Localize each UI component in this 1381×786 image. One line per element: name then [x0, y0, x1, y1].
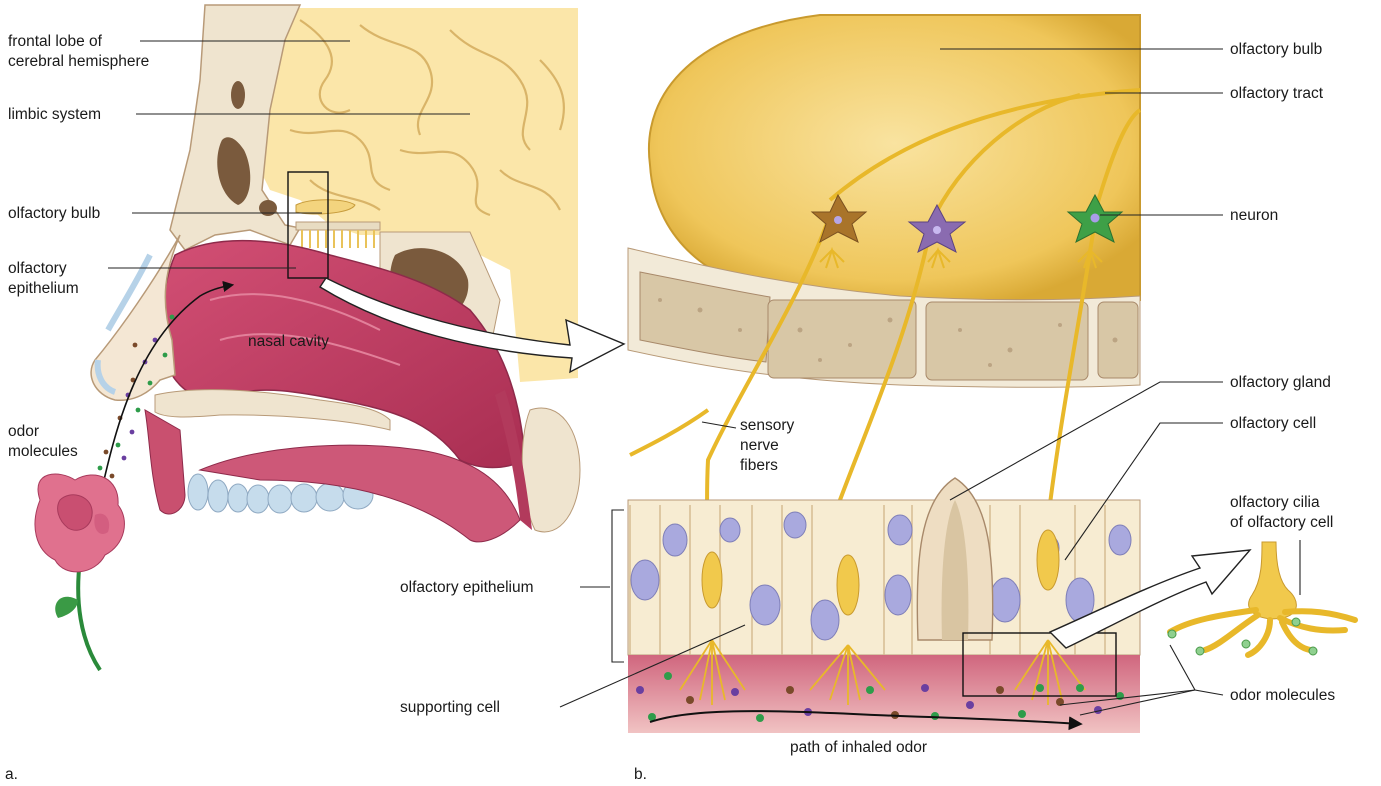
label-olfactory-tract: olfactory tract [1230, 85, 1324, 102]
cribriform-plate [296, 222, 380, 230]
label-nasal-cavity: nasal cavity [248, 333, 329, 350]
head-sagittal-section [35, 5, 624, 670]
spine-bone [522, 408, 580, 532]
label-sensory-nerve-fibers-1: sensory [740, 417, 795, 434]
label-olfactory-gland: olfactory gland [1230, 374, 1331, 391]
sinus-small-2 [259, 200, 277, 216]
sinus-small [231, 81, 245, 109]
label-olfactory-epithelium-a-1: olfactory [8, 260, 67, 277]
label-odor-molecules-a-2: molecules [8, 443, 78, 460]
label-olfactory-epithelium-a-2: epithelium [8, 280, 79, 297]
label-frontal-lobe-2: cerebral hemisphere [8, 53, 149, 70]
panel-letter-a: a. [5, 766, 18, 783]
label-olfactory-bulb-b: olfactory bulb [1230, 41, 1322, 58]
label-odor-molecules-a-1: odor [8, 423, 39, 440]
label-olfactory-cilia-2: of olfactory cell [1230, 514, 1333, 531]
mucus-layer [628, 655, 1140, 733]
label-limbic-system: limbic system [8, 106, 101, 123]
label-path-of-inhaled-odor: path of inhaled odor [790, 739, 927, 756]
label-frontal-lobe-1: frontal lobe of [8, 33, 103, 50]
panel-letter-b: b. [634, 766, 647, 783]
upper-lip [145, 410, 185, 514]
label-olfactory-cell: olfactory cell [1230, 415, 1316, 432]
label-supporting-cell: supporting cell [400, 699, 500, 716]
label-olfactory-bulb-a: olfactory bulb [8, 205, 100, 222]
label-sensory-nerve-fibers-2: nerve [740, 437, 779, 454]
label-olfactory-epithelium-b: olfactory epithelium [400, 579, 534, 596]
label-odor-molecules-b: odor molecules [1230, 687, 1335, 704]
label-neuron: neuron [1230, 207, 1278, 224]
external-nose [91, 235, 180, 400]
label-sensory-nerve-fibers-3: fibers [740, 457, 778, 474]
label-olfactory-cilia-1: olfactory cilia [1230, 494, 1320, 511]
rose-flower [35, 474, 124, 670]
